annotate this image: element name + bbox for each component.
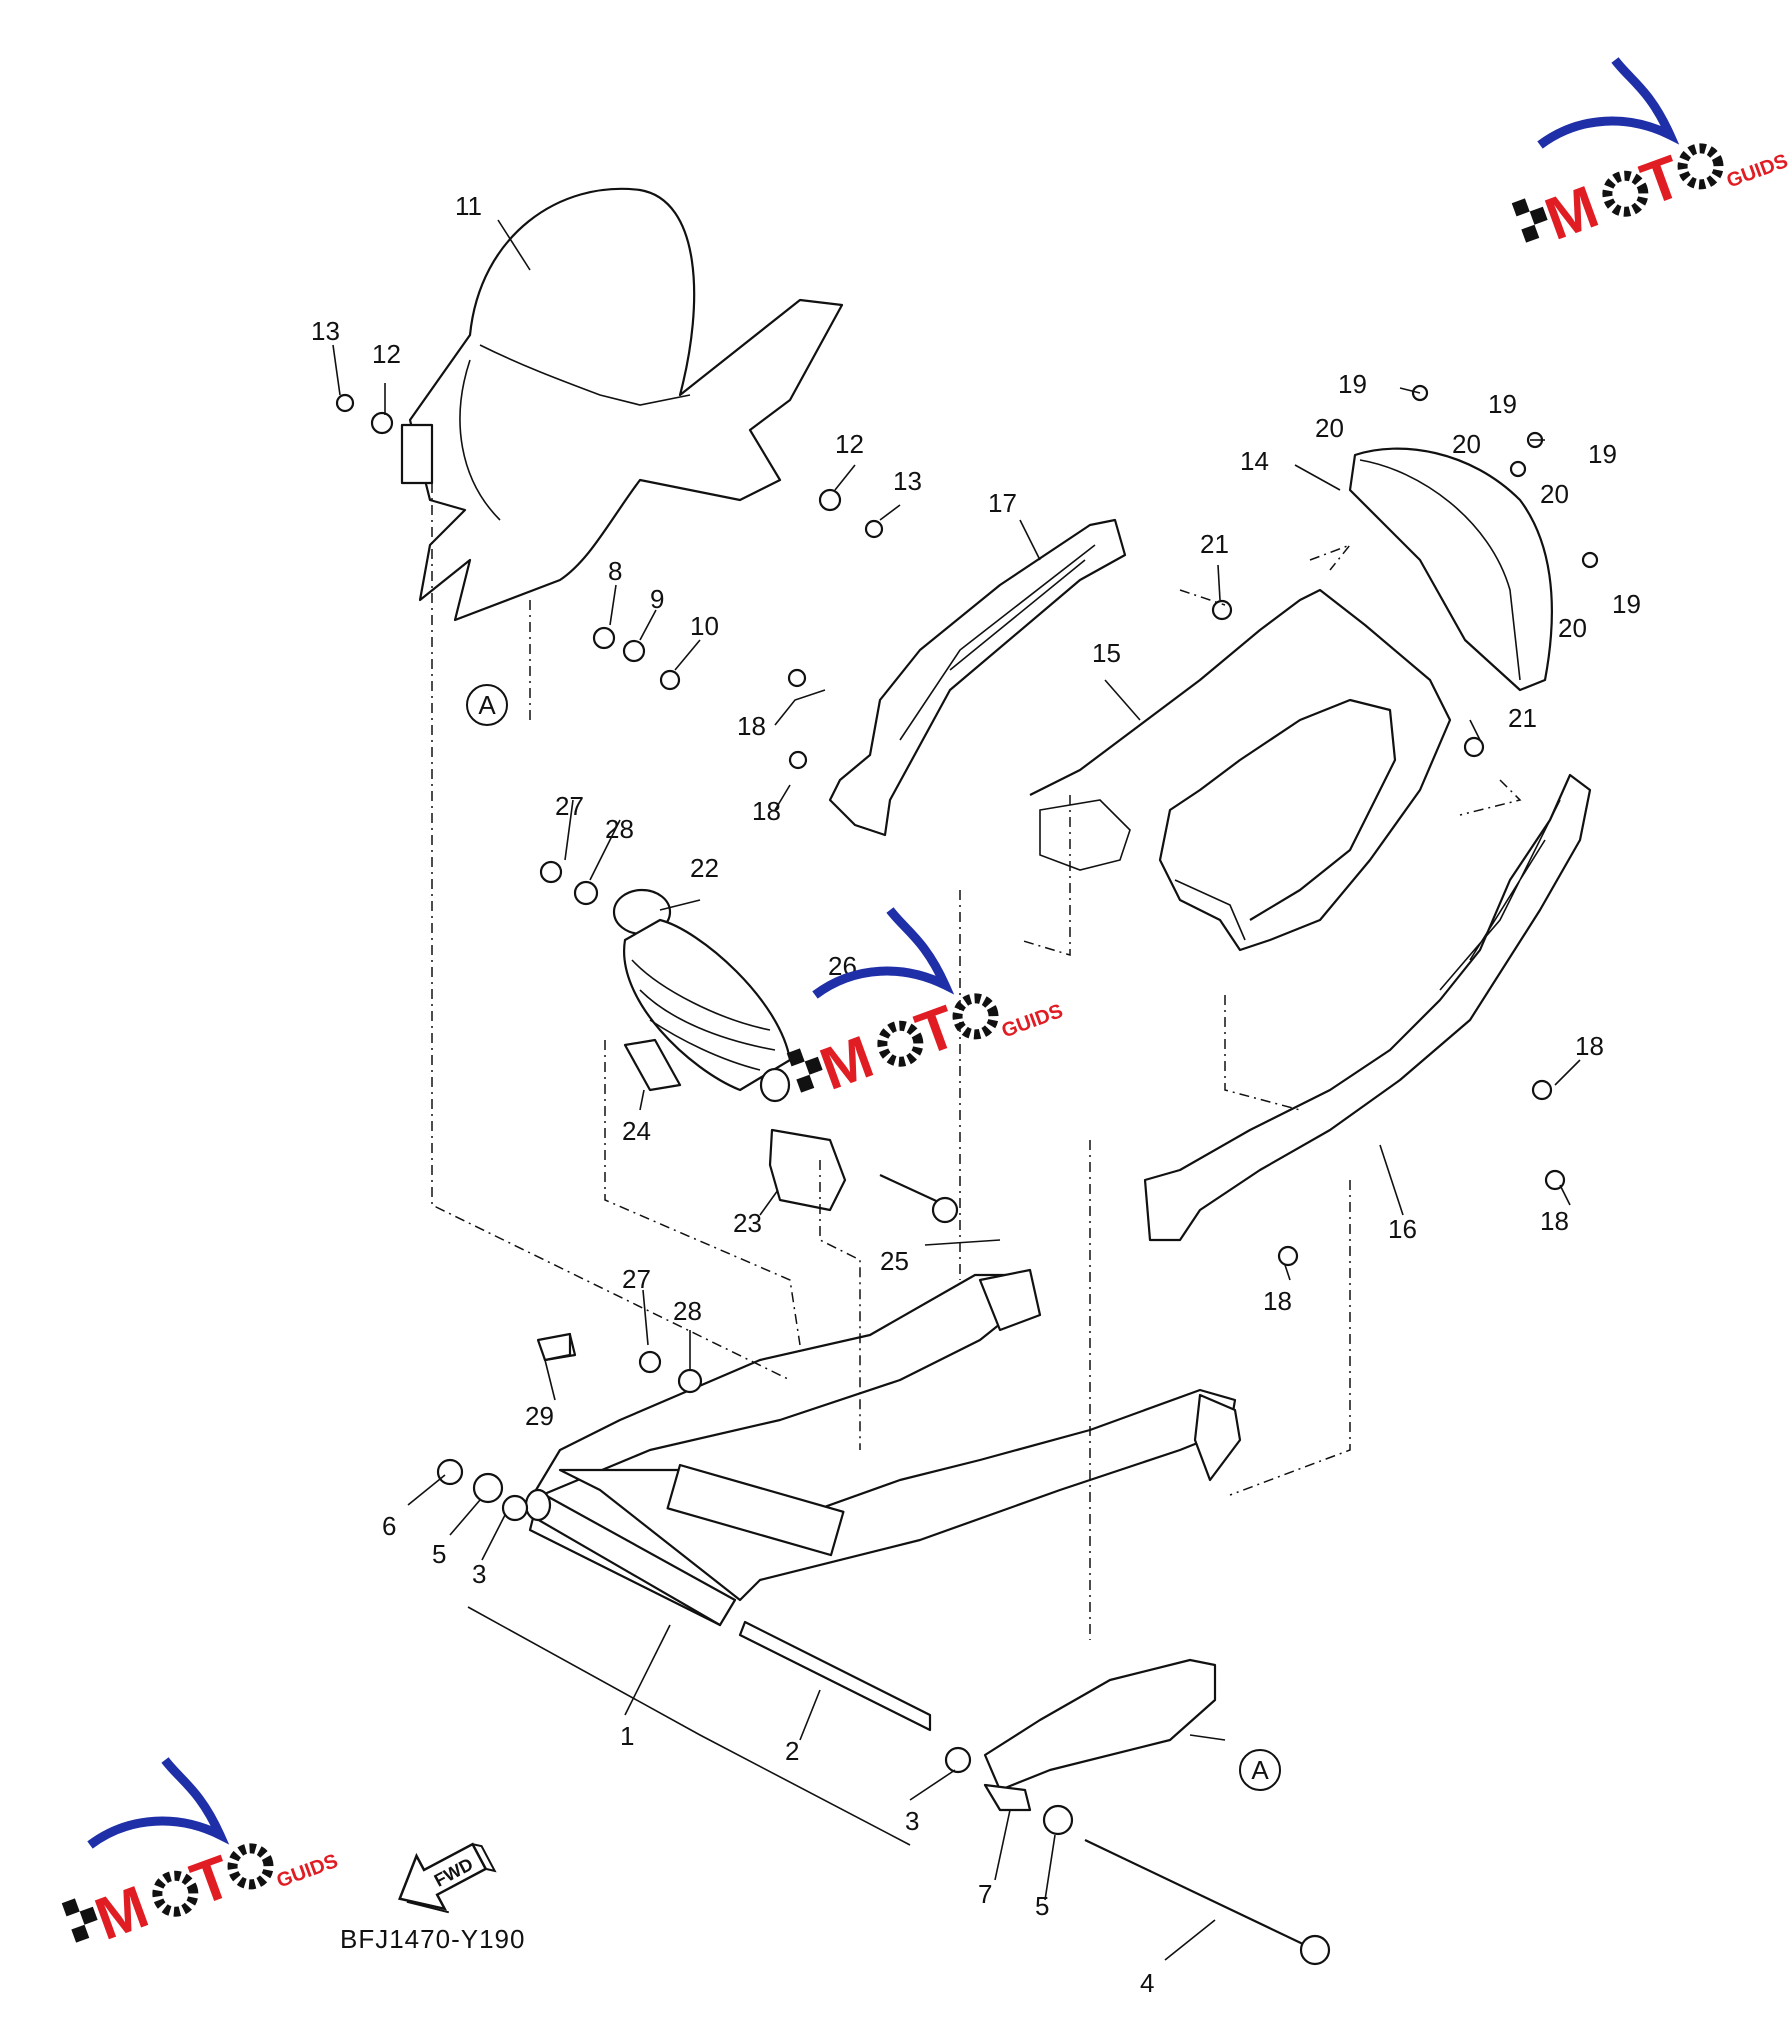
callout-3: 3 [472,1559,486,1589]
svg-text:M: M [87,1873,157,1953]
svg-text:GUIDS: GUIDS [1724,150,1789,192]
callout-27: 27 [622,1264,651,1294]
fwd-arrow-icon: FWD [397,1842,497,1914]
part-pivot-shaft [524,1488,1331,1966]
callout-7: 7 [978,1879,992,1909]
callout-leaders [332,219,1581,1961]
callout-17: 17 [988,488,1017,518]
callout-10: 10 [690,611,719,641]
callout-29: 29 [525,1401,554,1431]
part-tail-light [1348,447,1553,692]
svg-text:A: A [478,690,496,720]
callout-9: 9 [650,584,664,614]
callout-2: 2 [785,1736,799,1766]
callout-18: 18 [1263,1286,1292,1316]
ref-marker-a-top: A [466,684,508,726]
callout-18: 18 [737,711,766,741]
callout-14: 14 [1240,446,1269,476]
part-shock-absorber [612,888,792,1103]
drawing-code: BFJ1470-Y190 [340,1924,525,1954]
assembly-lines [431,483,1522,1640]
part-hardware [335,384,1599,1836]
callout-15: 15 [1092,638,1121,668]
callout-4: 4 [1140,1968,1154,1998]
svg-text:GUIDS: GUIDS [999,1000,1066,1042]
callout-20: 20 [1452,429,1481,459]
callout-12: 12 [835,429,864,459]
callout-1: 1 [620,1721,634,1751]
callout-5: 5 [1035,1891,1049,1921]
callout-19: 19 [1338,369,1367,399]
svg-text:GUIDS: GUIDS [274,1850,341,1892]
part-grab-bar [1029,588,1452,952]
callout-28: 28 [673,1296,702,1326]
part-label-plate [536,1332,572,1362]
callout-5: 5 [432,1539,446,1569]
callout-12: 12 [372,339,401,369]
svg-text:T: T [908,992,965,1067]
callout-21: 21 [1200,529,1229,559]
callout-11: 11 [455,191,482,221]
svg-text:M: M [1537,173,1607,253]
callout-27: 27 [555,791,584,821]
ref-marker-a-bottom: A [1239,1749,1281,1791]
callout-24: 24 [622,1116,651,1146]
part-linkage [623,1038,959,1224]
callout-16: 16 [1388,1214,1417,1244]
callout-18: 18 [1540,1206,1569,1236]
callout-20: 20 [1558,613,1587,643]
svg-text:M: M [812,1023,882,1103]
callout-3: 3 [905,1806,919,1836]
callout-28: 28 [605,814,634,844]
callout-19: 19 [1612,589,1641,619]
callout-13: 13 [893,466,922,496]
callout-18: 18 [752,796,781,826]
part-rear-fender [400,187,844,622]
moto-guids-logo: M T GUIDS [1511,57,1789,253]
callout-20: 20 [1540,479,1569,509]
callout-25: 25 [880,1246,909,1276]
callout-19: 19 [1488,389,1517,419]
callout-8: 8 [608,556,622,586]
callout-18: 18 [1575,1031,1604,1061]
callout-6: 6 [382,1511,396,1541]
svg-text:T: T [183,1842,240,1917]
callout-13: 13 [311,316,340,346]
part-chain-guard [983,1658,1217,1812]
callout-23: 23 [733,1208,762,1238]
part-left-side-cover [828,518,1127,837]
callout-19: 19 [1588,439,1617,469]
part-right-side-cover [1143,773,1592,1242]
moto-guids-logo: M T GUIDS [786,907,1066,1103]
callout-21: 21 [1508,703,1537,733]
callout-20: 20 [1315,413,1344,443]
svg-text:A: A [1251,1755,1269,1785]
svg-text:T: T [1633,142,1690,217]
callout-22: 22 [690,853,719,883]
callout-numbers: 1 2 3 3 4 5 5 6 7 8 9 10 11 12 12 13 13 … [311,191,1641,1998]
moto-guids-logo: M T GUIDS [61,1757,341,1953]
